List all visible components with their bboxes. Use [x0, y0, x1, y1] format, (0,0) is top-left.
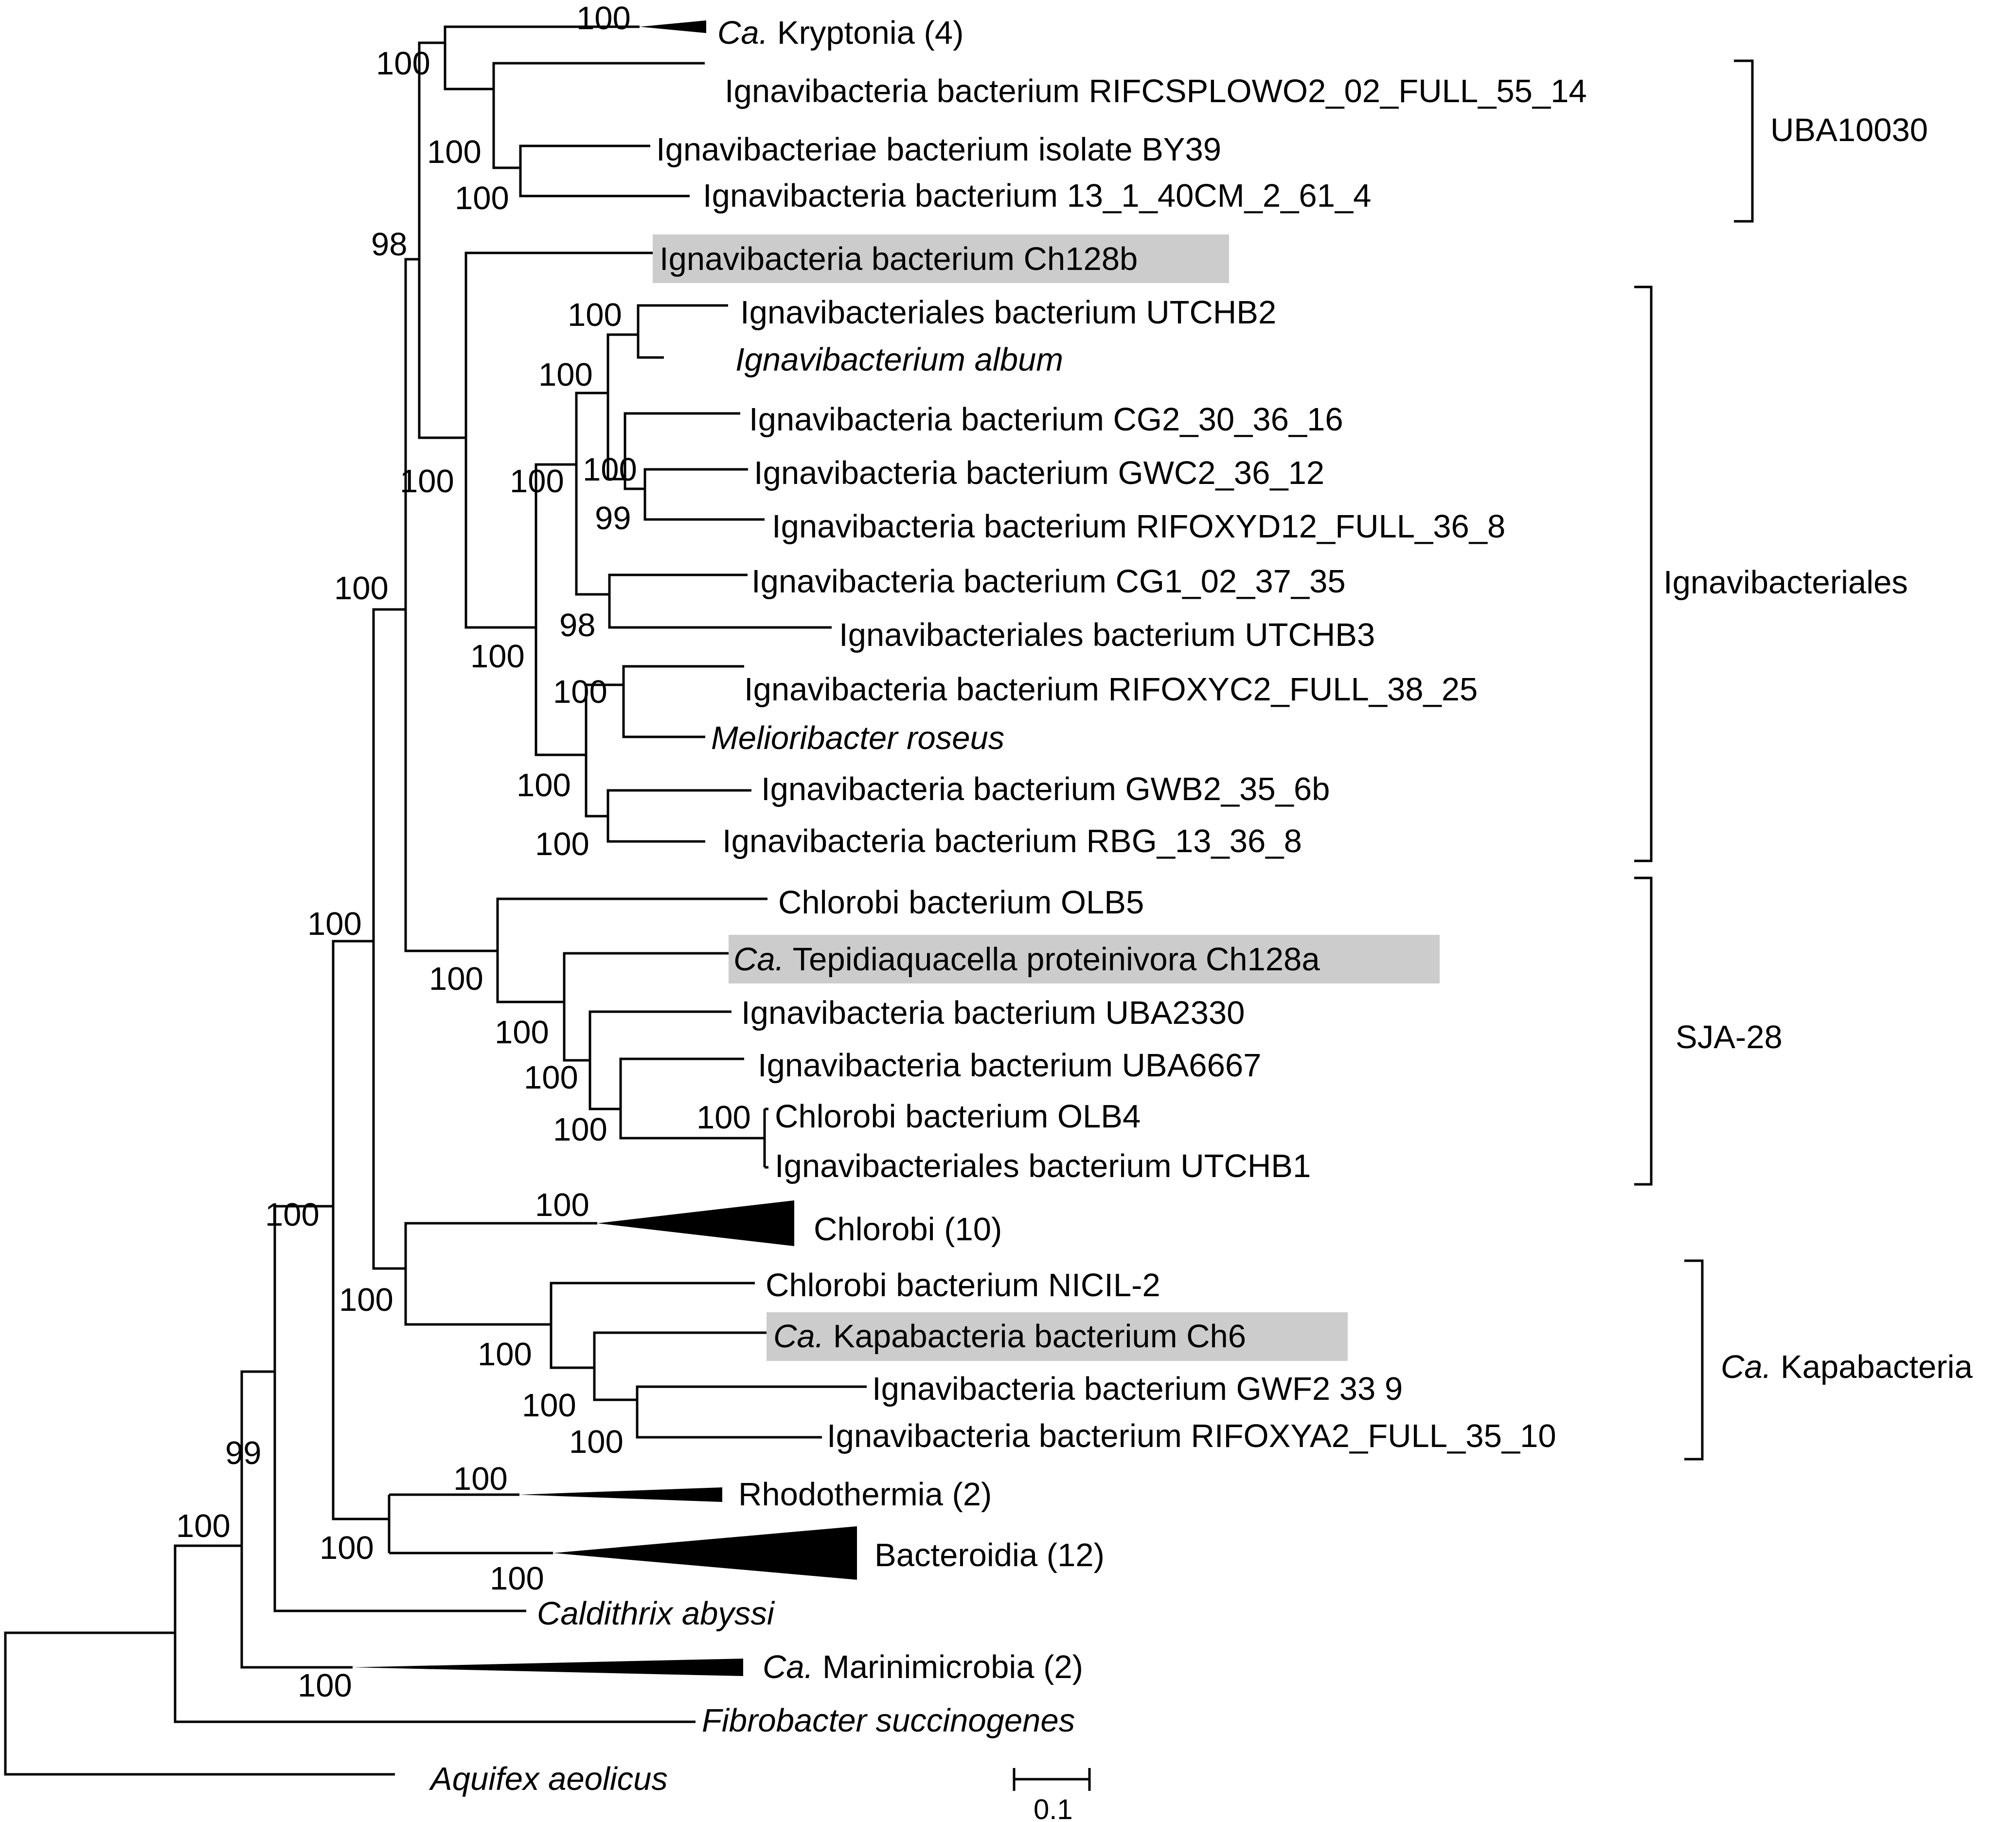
taxon-13-1-40cm: Ignavibacteria bacterium 13_1_40CM_2_61_…	[703, 178, 1371, 214]
support-value: 100	[524, 1059, 578, 1096]
taxon-ignavibacterium-album: Ignavibacterium album	[735, 341, 1063, 378]
clade-uba10030: UBA10030	[1770, 112, 1928, 148]
support-value: 100	[510, 463, 564, 500]
support-value: 100	[569, 1424, 624, 1460]
support-value: 100	[696, 1099, 751, 1136]
collapsed-clade-bacteroidia	[553, 1526, 857, 1580]
taxon-fibrobacter: Fibrobacter succinogenes	[702, 1702, 1075, 1739]
bootstrap-values: 100 100 100 100 98 100 100 100 99 100 10…	[176, 0, 751, 1704]
taxon-uba6667: Ignavibacteria bacterium UBA6667	[758, 1047, 1261, 1084]
support-value: 100	[538, 357, 593, 393]
clade-ignavibacteriales: Ignavibacteriales	[1663, 564, 1908, 601]
taxon-caldithrix: Caldithrix abyssi	[537, 1595, 775, 1632]
support-value: 99	[595, 500, 631, 536]
collapsed-clade-rhodothermia	[519, 1487, 722, 1502]
taxon-rifoxyc2: Ignavibacteria bacterium RIFOXYC2_FULL_3…	[744, 671, 1478, 708]
support-value: 100	[470, 638, 525, 675]
scale-bar: 0.1	[1013, 1768, 1091, 1822]
support-value: 100	[478, 1336, 532, 1373]
taxon-rifoxya2: Ignavibacteria bacterium RIFOXYA2_FULL_3…	[827, 1418, 1556, 1454]
support-value: 100	[429, 961, 483, 997]
taxon-rhodothermia: Rhodothermia (2)	[738, 1476, 992, 1513]
taxon-kryptonia: Ca. Kryptonia (4)	[717, 15, 963, 51]
taxon-marinimicrobia: Ca. Marinimicrobia (2)	[763, 1649, 1083, 1685]
support-value: 100	[265, 1197, 320, 1233]
taxon-olb4: Chlorobi bacterium OLB4	[775, 1098, 1141, 1135]
support-value: 100	[176, 1508, 231, 1544]
taxon-kapabacteria-ch6: Ca. Kapabacteria bacterium Ch6	[773, 1318, 1246, 1355]
clade-brackets	[1634, 59, 1754, 1461]
collapsed-clade-kryptonia	[640, 20, 706, 33]
clade-labels: UBA10030 Ignavibacteriales SJA-28 Ca. Ka…	[1663, 112, 1973, 1385]
support-value: 100	[427, 134, 482, 170]
support-value: 100	[568, 297, 622, 333]
support-value: 100	[495, 1014, 549, 1051]
support-value: 100	[307, 906, 362, 942]
taxon-ch128b: Ignavibacteria bacterium Ch128b	[660, 241, 1138, 277]
taxon-gwf2: Ignavibacteria bacterium GWF2 33 9	[872, 1371, 1403, 1407]
support-value: 98	[371, 226, 408, 263]
support-value: 100	[553, 1111, 607, 1148]
taxon-cg2: Ignavibacteria bacterium CG2_30_36_16	[749, 401, 1343, 438]
taxon-bacteroidia: Bacteroidia (12)	[874, 1537, 1105, 1573]
clade-sja-28: SJA-28	[1676, 1019, 1783, 1055]
support-value: 100	[376, 45, 430, 82]
taxon-melioribacter: Melioribacter roseus	[711, 720, 1004, 756]
support-value: 100	[455, 180, 509, 216]
support-value: 100	[298, 1667, 352, 1704]
scale-label: 0.1	[1034, 1794, 1073, 1822]
taxon-utchb2: Ignavibacteriales bacterium UTCHB2	[740, 294, 1276, 331]
taxon-cg1: Ignavibacteria bacterium CG1_02_37_35	[751, 563, 1346, 600]
highlight-kapabacteria-ch6	[767, 1312, 1348, 1361]
support-value: 100	[400, 463, 454, 500]
taxon-by39: Ignavibacteriae bacterium isolate BY39	[656, 131, 1221, 168]
taxon-gwc2: Ignavibacteria bacterium GWC2_36_12	[754, 455, 1324, 491]
support-value: 100	[490, 1560, 544, 1597]
support-value: 100	[517, 767, 571, 804]
support-value: 100	[339, 1282, 393, 1318]
support-value: 100	[334, 570, 389, 607]
clade-kapabacteria: Ca. Kapabacteria	[1721, 1349, 1973, 1385]
support-value: 98	[559, 607, 596, 643]
taxon-rbg: Ignavibacteria bacterium RBG_13_36_8	[722, 823, 1302, 859]
taxon-gwb2: Ignavibacteria bacterium GWB2_35_6b	[761, 771, 1330, 807]
taxon-tepidiaquacella: Ca. Tepidiaquacella proteinivora Ch128a	[733, 941, 1320, 978]
taxon-aquifex: Aquifex aeolicus	[428, 1761, 668, 1797]
taxon-labels: Ca. Kryptonia (4) Ignavibacteria bacteri…	[428, 15, 1587, 1797]
support-value: 99	[225, 1435, 262, 1471]
taxon-rifoxyd12: Ignavibacteria bacterium RIFOXYD12_FULL_…	[772, 508, 1505, 545]
support-value: 100	[453, 1461, 508, 1497]
taxon-chlorobi: Chlorobi (10)	[814, 1211, 1002, 1248]
collapsed-clade-chlorobi	[597, 1200, 794, 1246]
support-value: 100	[522, 1387, 576, 1424]
support-value: 100	[583, 451, 637, 488]
support-value: 100	[535, 826, 589, 862]
tree-branches	[4, 20, 867, 1776]
taxon-utchb3: Ignavibacteriales bacterium UTCHB3	[839, 617, 1375, 653]
taxon-rifcsplowo2: Ignavibacteria bacterium RIFCSPLOWO2_02_…	[725, 73, 1587, 109]
collapsed-clade-marinimicrobia	[353, 1659, 743, 1676]
support-value: 100	[553, 674, 607, 710]
support-value: 100	[576, 0, 631, 36]
support-value: 100	[320, 1530, 374, 1566]
highlight-ch128b	[653, 234, 1229, 283]
taxon-utchb1: Ignavibacteriales bacterium UTCHB1	[775, 1148, 1311, 1184]
support-value: 100	[535, 1187, 589, 1223]
highlight-tepidiaquacella	[729, 935, 1440, 983]
taxon-olb5: Chlorobi bacterium OLB5	[778, 884, 1144, 921]
taxon-uba2330: Ignavibacteria bacterium UBA2330	[741, 995, 1245, 1031]
taxon-nicil: Chlorobi bacterium NICIL-2	[766, 1267, 1160, 1304]
